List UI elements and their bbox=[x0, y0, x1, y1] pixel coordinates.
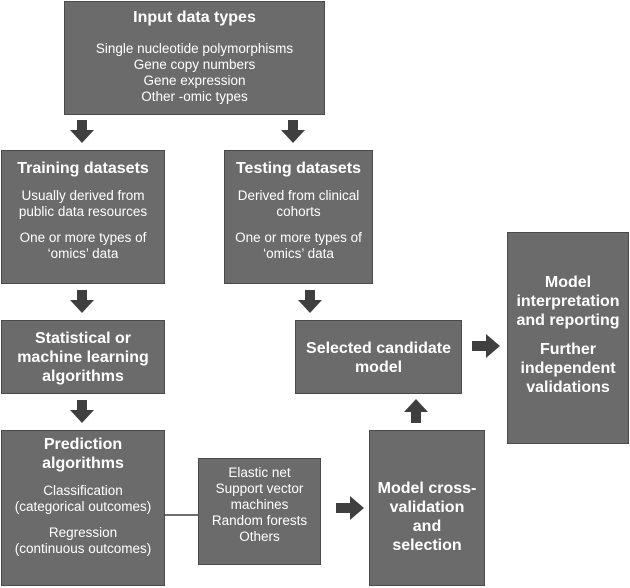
testing-types: One or more types of bbox=[235, 230, 362, 245]
prediction-algorithms-box: Prediction algorithms Classification (ca… bbox=[1, 430, 165, 586]
input-item: Gene copy numbers bbox=[133, 57, 256, 72]
prediction-title: algorithms bbox=[42, 455, 124, 472]
down-arrow bbox=[281, 120, 305, 143]
training-datasets-box: Training datasets Usually derived from p… bbox=[1, 150, 165, 284]
input-title: Input data types bbox=[133, 9, 256, 26]
input-item: Gene expression bbox=[143, 73, 246, 88]
cross-validation-box: Model cross- validation and selection bbox=[369, 430, 485, 586]
input-item: Other -omic types bbox=[141, 89, 248, 104]
testing-desc: cohorts bbox=[276, 204, 321, 219]
interpretation-box: Model interpretation and reporting Furth… bbox=[507, 232, 629, 444]
validations-title: Further bbox=[540, 341, 596, 358]
interpretation-title: Model bbox=[544, 274, 592, 291]
statistical-title: algorithms bbox=[42, 368, 124, 385]
validations-title: independent bbox=[520, 360, 616, 377]
crossval-title: and selection bbox=[392, 518, 462, 554]
methods-box: Elastic net Support vector machines Rand… bbox=[198, 458, 321, 565]
interpretation-title: and reporting bbox=[516, 312, 620, 329]
regression-label: (continuous outcomes) bbox=[14, 541, 152, 556]
down-arrow bbox=[70, 120, 94, 143]
crossval-title: Model cross- bbox=[377, 480, 477, 497]
training-types: One or more types of bbox=[19, 230, 147, 245]
testing-types: ‘omics’ data bbox=[263, 246, 334, 261]
selected-candidate-box: Selected candidate model bbox=[295, 320, 462, 394]
candidate-title: model bbox=[354, 359, 403, 376]
candidate-title: Selected candidate bbox=[306, 340, 451, 357]
method-item: machines bbox=[230, 497, 289, 512]
down-arrow bbox=[298, 290, 322, 313]
testing-desc: Derived from clinical bbox=[237, 188, 360, 203]
testing-datasets-box: Testing datasets Derived from clinical c… bbox=[224, 150, 373, 284]
classification-label: Classification bbox=[43, 483, 123, 498]
prediction-title: Prediction bbox=[43, 436, 123, 453]
right-arrow bbox=[472, 334, 500, 358]
training-desc: public data resources bbox=[18, 204, 148, 219]
testing-title: Testing datasets bbox=[235, 160, 362, 177]
validations-title: validations bbox=[526, 379, 610, 396]
classification-label: (categorical outcomes) bbox=[14, 499, 152, 514]
training-title: Training datasets bbox=[17, 160, 149, 177]
method-item: Support vector bbox=[215, 481, 304, 496]
regression-label: Regression bbox=[48, 525, 118, 540]
crossval-title: validation bbox=[389, 499, 465, 516]
statistical-algorithms-box: Statistical or machine learning algorith… bbox=[1, 320, 165, 394]
statistical-title: Statistical or bbox=[34, 330, 132, 347]
method-item: Elastic net bbox=[228, 465, 291, 480]
input-data-types-box: Input data types Single nucleotide polym… bbox=[64, 1, 325, 115]
up-arrow bbox=[404, 399, 428, 423]
method-item: Others bbox=[239, 529, 280, 544]
interpretation-title: interpretation bbox=[516, 293, 620, 310]
right-arrow bbox=[336, 496, 364, 520]
training-desc: Usually derived from bbox=[21, 188, 145, 203]
statistical-title: machine learning bbox=[17, 349, 149, 366]
down-arrow bbox=[70, 400, 94, 423]
method-item: Random forests bbox=[211, 513, 308, 528]
training-types: ‘omics’ data bbox=[47, 246, 119, 261]
down-arrow bbox=[70, 290, 94, 313]
input-item: Single nucleotide polymorphisms bbox=[95, 41, 294, 56]
